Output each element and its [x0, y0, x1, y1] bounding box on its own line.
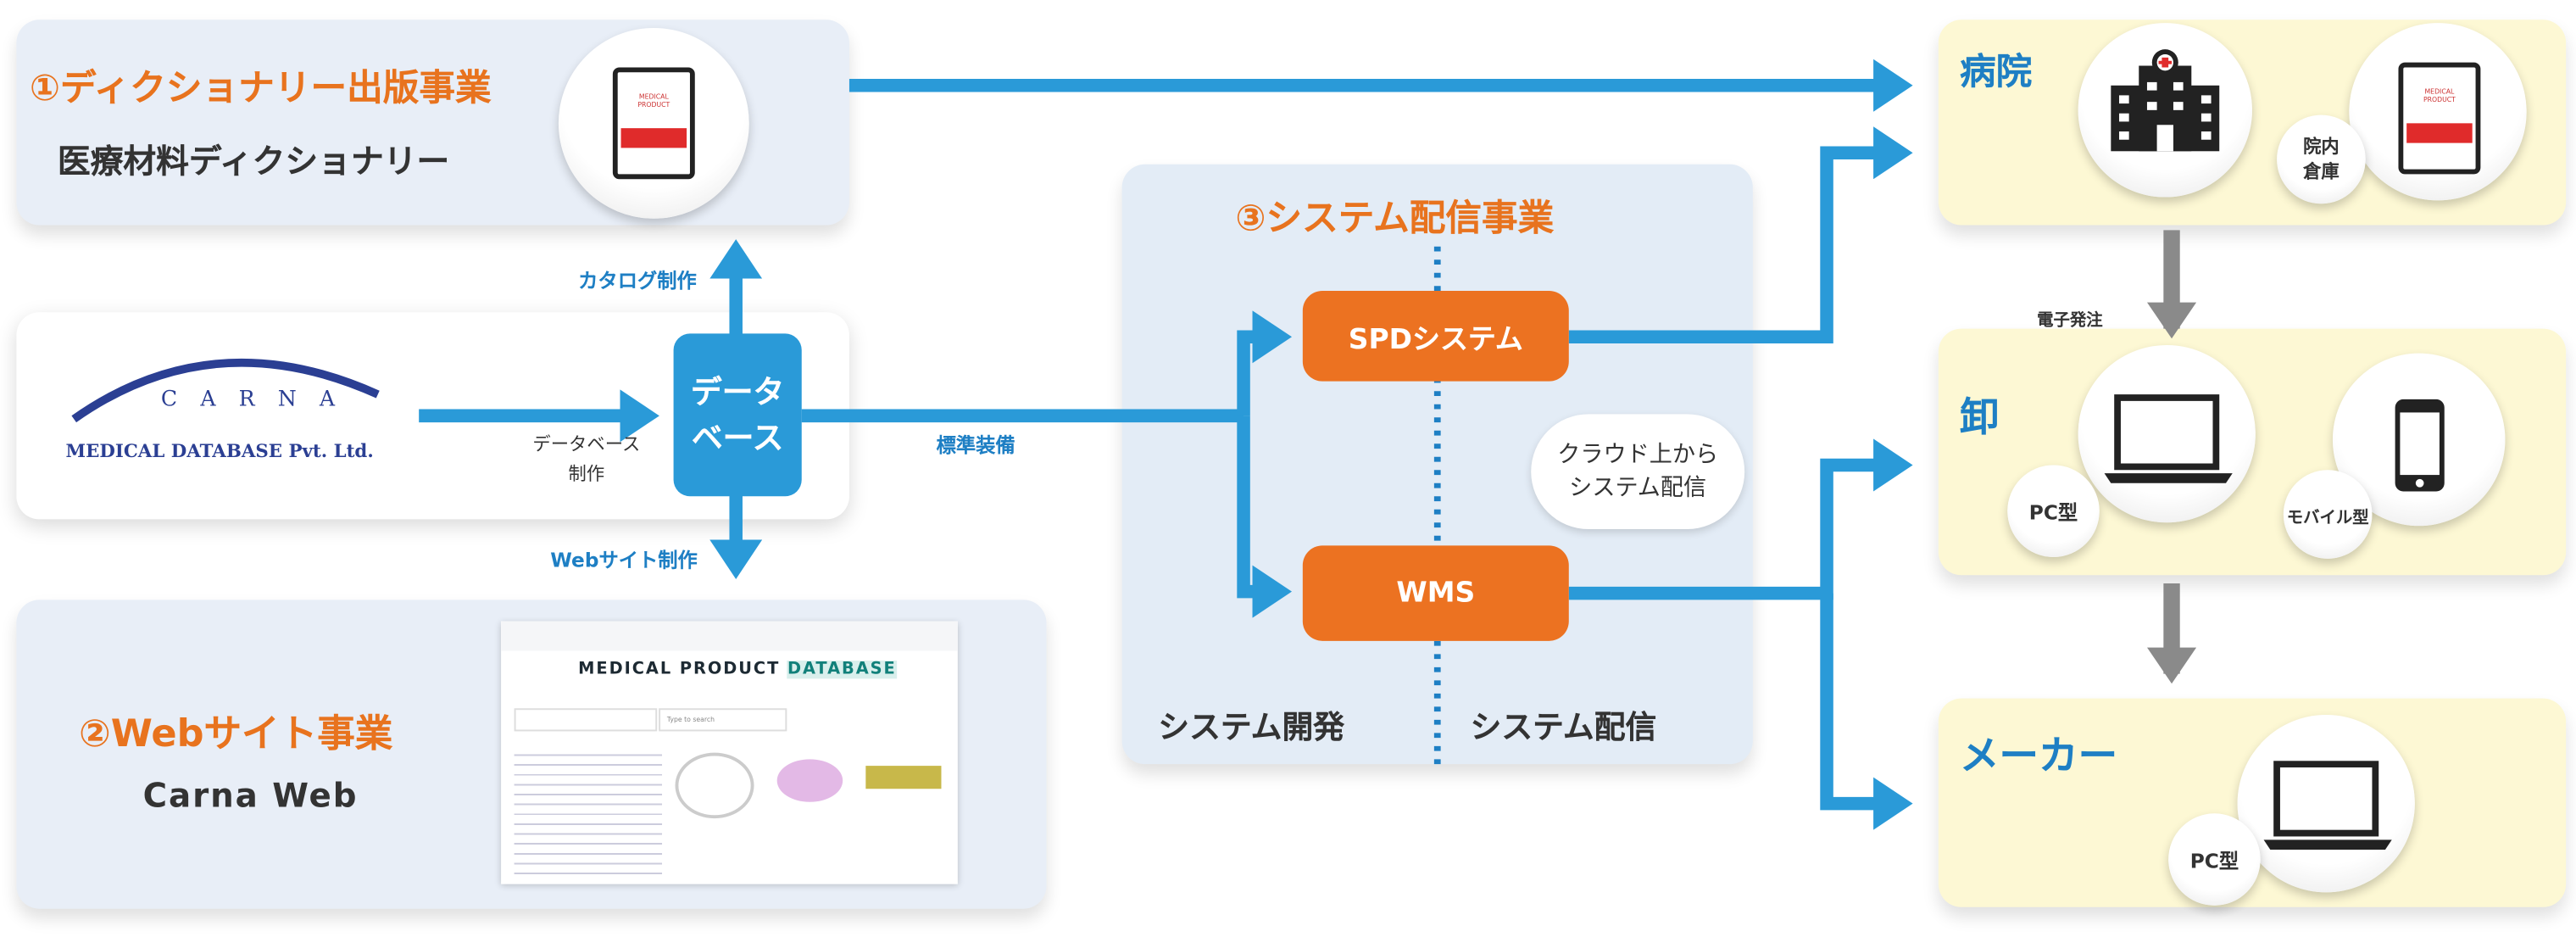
arrow-spd-to-hospital: [1568, 126, 1913, 344]
warehouse-bubble: 院内 倉庫: [2277, 114, 2366, 204]
system-title: ③システム配信事業: [1235, 198, 1555, 240]
site-category-select: [514, 708, 658, 732]
arrow-wms-to-maker: [1820, 593, 1913, 830]
maker-pc-circle: [2237, 715, 2415, 893]
standard-label: 標準装備: [936, 433, 1015, 457]
cloud-bubble: クラウド上から システム配信: [1531, 414, 1745, 530]
database-label: データ: [690, 373, 785, 410]
label-line: データベース: [532, 433, 641, 455]
laptop-icon: [2104, 394, 2233, 483]
dictionary-title: ①ディクショナリー出版事業: [29, 69, 492, 110]
label-line: 制作: [568, 463, 605, 485]
hospital-title: 病院: [1960, 53, 2033, 94]
catalog-label: カタログ制作: [578, 269, 697, 293]
site-product-3: [865, 766, 942, 789]
site-heading-b: DATABASE: [787, 661, 897, 679]
carna-logo-name: CARNA: [160, 388, 359, 413]
wms-box: WMS: [1302, 545, 1569, 641]
hospital-tablet-circle: MEDICAL PRODUCT: [2349, 23, 2527, 201]
hospital-circle: [2078, 23, 2252, 198]
database-creation-label: データベース 制作: [496, 431, 676, 490]
maker-pc-label: PC型: [2168, 813, 2261, 906]
site-product-1: [675, 752, 754, 819]
electronic-order-label: 電子発注: [2037, 312, 2103, 331]
database-box: データ ベース: [673, 333, 802, 497]
cloud-label: クラウド上から: [1557, 442, 1719, 469]
website-subtitle: Carna Web: [142, 775, 359, 816]
site-heading: MEDICAL PRODUCT DATABASE: [578, 661, 897, 679]
site-navbar: [501, 621, 958, 651]
site-heading-a: MEDICAL PRODUCT: [578, 661, 781, 679]
laptop-icon: [2263, 761, 2392, 850]
arrow-wms-to-wholesaler: [1568, 438, 1913, 600]
warehouse-label: 院内: [2303, 136, 2340, 159]
arrow-to-wms: [1237, 416, 1293, 618]
warehouse-label: 倉庫: [2303, 160, 2340, 183]
database-label: ベース: [691, 420, 784, 456]
maker-title: メーカー: [1960, 733, 2118, 779]
site-category-list: [514, 749, 663, 881]
site-search-input: Type to search: [659, 708, 787, 732]
website-title: ②Webサイト事業: [79, 713, 393, 756]
system-delivery-label: システム配信: [1470, 710, 1657, 746]
tablet-icon: MEDICAL PRODUCT: [2398, 62, 2481, 175]
system-dev-label: システム開発: [1158, 710, 1345, 746]
smartphone-icon: [2395, 399, 2445, 492]
wholesaler-pc-label: PC型: [2007, 465, 2100, 557]
wholesaler-pc-circle: [2078, 344, 2256, 523]
cloud-label: システム配信: [1569, 475, 1707, 502]
spd-system-box: SPDシステム: [1302, 291, 1569, 382]
carna-logo-sub: MEDICAL DATABASE Pvt. Ltd.: [65, 440, 374, 462]
website-creation-label: Webサイト制作: [550, 549, 698, 572]
site-product-2: [776, 759, 843, 802]
website-screenshot: MEDICAL PRODUCT DATABASE Type to search: [501, 621, 958, 884]
dictionary-image-circle: MEDICAL PRODUCT: [558, 27, 749, 219]
wholesaler-title: 卸: [1960, 394, 2000, 441]
tablet-icon: MEDICAL PRODUCT: [612, 67, 695, 180]
wholesaler-mobile-label: モバイル型: [2283, 470, 2373, 559]
arrow-to-spd: [1237, 310, 1293, 416]
hospital-building-icon: [2111, 49, 2220, 152]
dictionary-subtitle: 医療材料ディクショナリー: [57, 141, 450, 181]
